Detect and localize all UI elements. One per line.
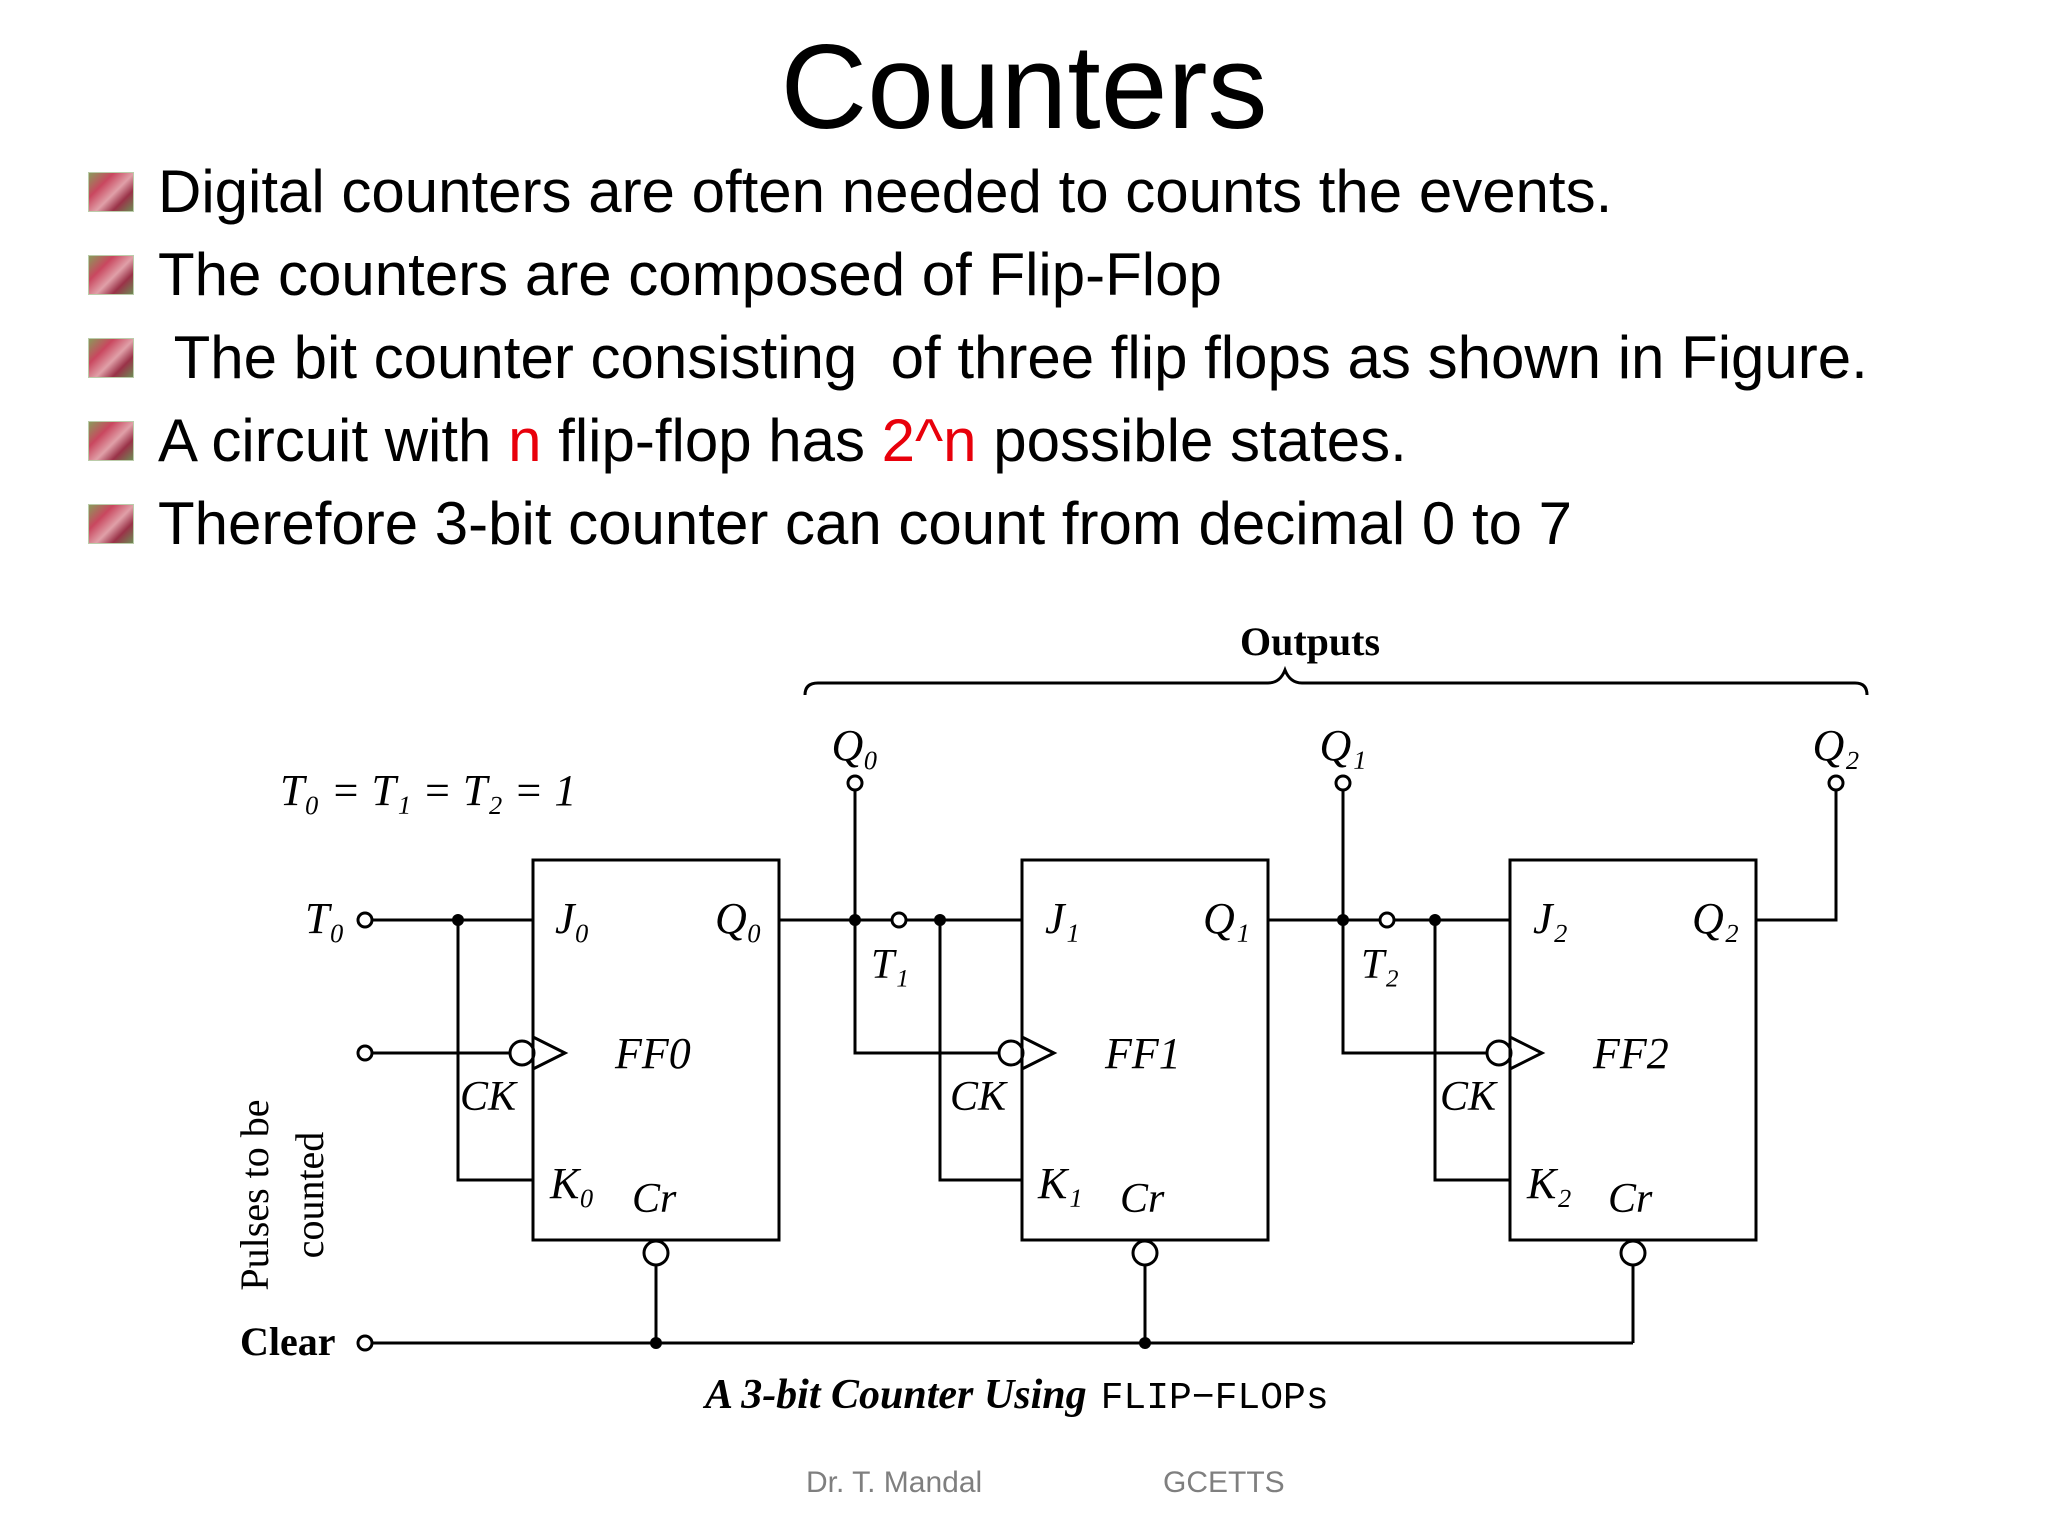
figure-caption-mono: FLIP−FLOPs [1101, 1377, 1329, 1420]
q0-terminal [846, 774, 864, 792]
bullet-text: The bit counter consisting of three flip… [158, 323, 1868, 391]
bullet-text: Digital counters are often needed to cou… [158, 157, 1613, 225]
counter-circuit-figure: Outputs T₀ = T₁ = T₂ = 1 T₀ Pulses to be… [0, 600, 2048, 1460]
slide-title: Counters [780, 20, 1268, 154]
ff1-q-label: Q₁ [1203, 894, 1250, 943]
ff2-ck-label: CK [1440, 1074, 1498, 1120]
flower-bullet-icon [88, 171, 134, 212]
bullet-text: Therefore 3-bit counter can count from d… [158, 489, 1573, 557]
junction-dot [934, 914, 946, 926]
junction-dot [1139, 1337, 1151, 1349]
ff2-q-label: Q₂ [1692, 894, 1739, 943]
ff2-j-label: J₂ [1533, 894, 1568, 943]
figure-caption-italic: A 3-bit Counter Using [702, 1372, 1087, 1418]
ff1-k-label: K₁ [1037, 1159, 1083, 1208]
cr2-bubble [1619, 1239, 1647, 1267]
ff0-q-label: Q₀ [715, 894, 762, 943]
bullet-text-part: possible states. [976, 406, 1407, 474]
junction-dot [650, 1337, 662, 1349]
bullet-item: The bit counter consisting of three flip… [88, 316, 1868, 399]
figure-caption: A 3-bit Counter Using FLIP−FLOPs [702, 1372, 1329, 1420]
ff2-name-label: FF2 [1592, 1029, 1669, 1078]
clear-label: Clear [240, 1319, 336, 1364]
flower-bullet-icon [88, 503, 134, 544]
t0-terminal [356, 911, 374, 929]
bullet-item: Therefore 3-bit counter can count from d… [88, 482, 1868, 565]
ff0-j-label: J₀ [555, 894, 590, 943]
ff0-k-label: K₀ [549, 1159, 595, 1208]
flower-bullet-icon [88, 254, 134, 295]
flower-bullet-icon [88, 337, 134, 378]
bullet-item: A circuit with n flip-flop has 2^n possi… [88, 399, 1868, 482]
k2-loop-wire [1433, 920, 1510, 1182]
ff2-cr-label: Cr [1608, 1176, 1653, 1222]
q1-ck-wire [1341, 920, 1488, 1055]
output-q1-label: Q₁ [1319, 721, 1366, 770]
bullet-list: Digital counters are often needed to cou… [88, 150, 1868, 565]
ck0-triangle [532, 1035, 569, 1071]
ff1-j-label: J₁ [1045, 894, 1080, 943]
t1-label: T₁ [871, 942, 909, 988]
q0-ck-wire [853, 920, 1000, 1055]
output-q2-label: Q₂ [1812, 721, 1859, 770]
pulses-label-line1: Pulses to be [232, 1099, 277, 1290]
bullet-text: A circuit with n flip-flop has 2^n possi… [158, 406, 1407, 476]
bullet-text: The counters are composed of Flip-Flop [158, 240, 1222, 308]
clear-terminal [356, 1334, 374, 1352]
ck0-bubble [508, 1039, 536, 1067]
footer-institute: GCETTS [1163, 1466, 1285, 1499]
highlight-n: n [508, 406, 542, 474]
junction-dot [1429, 914, 1441, 926]
t2-terminal [1378, 911, 1396, 929]
ff1-cr-label: Cr [1120, 1176, 1165, 1222]
ff0-ck-label: CK [460, 1074, 518, 1120]
outputs-brace [803, 665, 1869, 696]
cr0-bubble [642, 1239, 670, 1267]
output-q0-label: Q₀ [831, 721, 878, 770]
footer-author: Dr. T. Mandal [806, 1466, 983, 1499]
ck2-triangle [1509, 1035, 1546, 1071]
q1-terminal [1334, 774, 1352, 792]
t0-input-label: T₀ [305, 894, 345, 943]
q2-terminal [1827, 774, 1845, 792]
ff0-name-label: FF0 [614, 1029, 691, 1078]
bullet-text-part: A circuit with [158, 406, 509, 474]
ck1-bubble [997, 1039, 1025, 1067]
ck1-triangle [1021, 1035, 1058, 1071]
cr1-bubble [1131, 1239, 1159, 1267]
counter-circuit-diagram: Outputs T₀ = T₁ = T₂ = 1 T₀ Pulses to be… [232, 619, 1869, 1420]
junction-dot [1337, 914, 1349, 926]
ff1-name-label: FF1 [1104, 1029, 1181, 1078]
junction-dot [452, 914, 464, 926]
highlight-2-power-n: 2^n [881, 406, 977, 474]
ck2-bubble [1485, 1039, 1513, 1067]
t1-terminal [890, 911, 908, 929]
t2-label: T₂ [1361, 942, 1399, 988]
bullet-item: Digital counters are often needed to cou… [88, 150, 1868, 233]
junction-dot [849, 914, 861, 926]
bullet-text-part: flip-flop has [541, 406, 882, 474]
ff2-k-label: K₂ [1526, 1159, 1572, 1208]
pulse-terminal [356, 1044, 374, 1062]
k1-loop-wire [938, 920, 1022, 1182]
ff1-ck-label: CK [950, 1074, 1008, 1120]
ff0-cr-label: Cr [632, 1176, 677, 1222]
k0-loop-wire [456, 920, 533, 1182]
flower-bullet-icon [88, 420, 134, 461]
outputs-label: Outputs [1240, 619, 1380, 664]
bullet-item: The counters are composed of Flip-Flop [88, 233, 1868, 316]
pulses-label-line2: counted [287, 1132, 332, 1259]
q2-out-wire [1756, 790, 1838, 922]
t-equation: T₀ = T₁ = T₂ = 1 [280, 766, 576, 815]
